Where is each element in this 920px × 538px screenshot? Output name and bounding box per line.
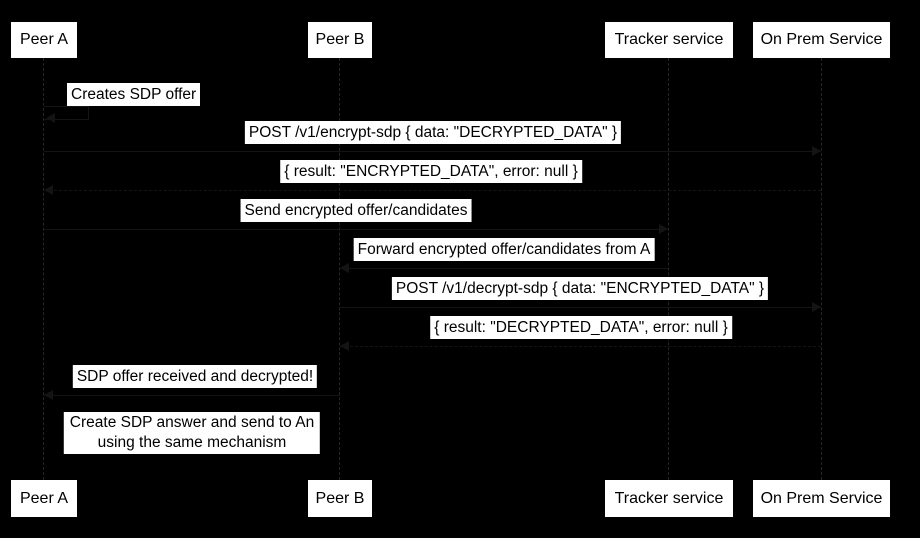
participant-box-onprem-bottom: On Prem Service: [753, 480, 890, 517]
participant-label: Tracker service: [614, 489, 724, 507]
participant-box-peer-a-bottom: Peer A: [11, 480, 77, 517]
message-label-sdp-offer-received: SDP offer received and decrypted!: [72, 365, 318, 388]
lifeline-peer-b: [339, 58, 340, 480]
self-message-loop: [44, 106, 89, 120]
participant-label: Peer B: [315, 31, 365, 48]
message-arrow: [340, 346, 821, 347]
message-label-creates-sdp-offer: Creates SDP offer: [67, 83, 201, 106]
arrowhead: [340, 263, 349, 273]
message-arrow: [44, 395, 340, 396]
participant-box-tracker-top: Tracker service: [605, 22, 733, 58]
participant-label: Peer A: [19, 489, 69, 507]
note-line-2: using the same mechanism: [97, 434, 287, 451]
arrowhead: [812, 146, 821, 156]
participant-box-tracker-bottom: Tracker service: [605, 480, 733, 517]
participant-label: On Prem Service: [760, 489, 883, 507]
lifeline-tracker: [668, 58, 669, 480]
arrowhead: [46, 113, 55, 123]
message-label-forward-encrypted-offer: Forward encrypted offer/candidates from …: [353, 238, 655, 261]
arrowhead: [44, 390, 53, 400]
message-arrow: [44, 190, 821, 191]
participant-label: Peer B: [315, 489, 365, 507]
message-arrow: [44, 151, 821, 152]
arrowhead: [812, 302, 821, 312]
arrowhead: [659, 224, 668, 234]
participant-box-peer-a-top: Peer A: [11, 22, 77, 58]
note-create-sdp-answer: Create SDP answer and send to An using t…: [63, 412, 321, 454]
message-arrow: [340, 268, 668, 269]
message-label-encrypt-result: { result: "ENCRYPTED_DATA", error: null …: [280, 160, 582, 183]
arrowhead: [340, 341, 349, 351]
message-arrow: [340, 307, 821, 308]
lifeline-onprem: [821, 58, 822, 480]
note-line-1: Create SDP answer and send to An: [69, 414, 315, 431]
arrowhead: [44, 185, 53, 195]
message-label-decrypt-request: POST /v1/decrypt-sdp { data: "ENCRYPTED_…: [391, 277, 769, 300]
message-label-decrypt-result: { result: "DECRYPTED_DATA", error: null …: [430, 316, 732, 339]
participant-box-peer-b-top: Peer B: [308, 22, 372, 58]
participant-label: Peer A: [19, 31, 69, 48]
participant-label: Tracker service: [614, 31, 724, 48]
message-label-send-encrypted-offer: Send encrypted offer/candidates: [240, 199, 472, 222]
participant-box-onprem-top: On Prem Service: [753, 22, 890, 58]
participant-label: On Prem Service: [760, 31, 883, 48]
participant-box-peer-b-bottom: Peer B: [308, 480, 372, 517]
message-arrow: [44, 229, 668, 230]
lifeline-peer-a: [43, 58, 44, 480]
message-label-encrypt-request: POST /v1/encrypt-sdp { data: "DECRYPTED_…: [244, 121, 622, 144]
